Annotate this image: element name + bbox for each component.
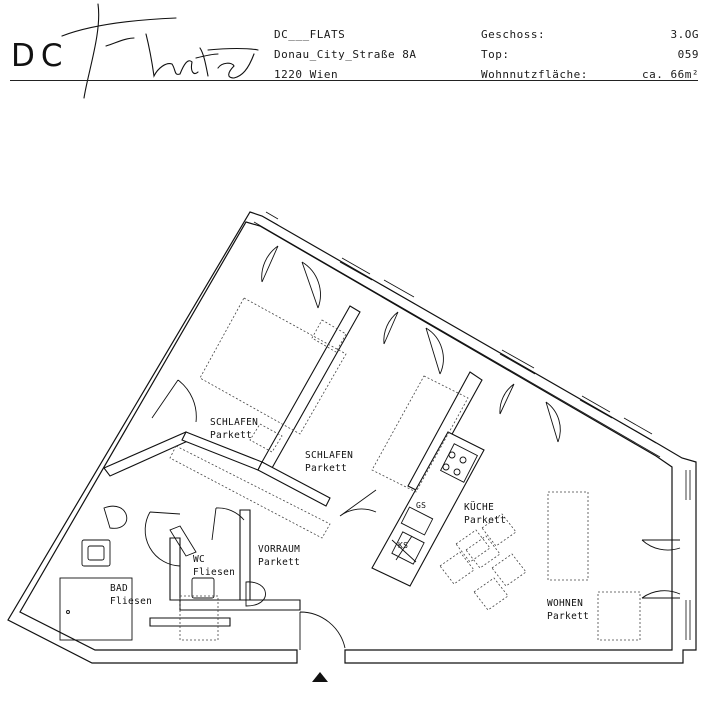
logo-signature-icon bbox=[61, 3, 259, 99]
floor-schlafen-1: Parkett bbox=[210, 430, 252, 441]
armchair bbox=[597, 591, 641, 641]
label-ks: KS bbox=[398, 541, 408, 550]
plan-header: DC DC___FLATS Donau_City_Straße 8A 1220 … bbox=[0, 0, 708, 99]
furniture bbox=[169, 297, 641, 641]
floor-kueche: Parkett bbox=[464, 515, 506, 526]
label-vorraum: VORRAUM bbox=[258, 544, 300, 555]
dining-table bbox=[439, 513, 527, 611]
fact-value: ca. 66m² bbox=[642, 68, 699, 81]
address-line-3: 1220 Wien bbox=[274, 68, 339, 81]
fact-top: Top: 059 bbox=[481, 45, 699, 65]
bathroom-fixtures bbox=[59, 505, 266, 641]
fact-value: 3.OG bbox=[670, 28, 699, 41]
wardrobe bbox=[169, 445, 331, 539]
fact-label: Wohnnutzfläche: bbox=[481, 68, 588, 81]
windows bbox=[253, 211, 691, 640]
fact-value: 059 bbox=[677, 48, 699, 61]
label-schlafen-2: SCHLAFEN bbox=[305, 450, 353, 461]
floor-wc: Fliesen bbox=[193, 567, 235, 578]
address-line-1: DC___FLATS bbox=[274, 28, 346, 41]
interior-walls bbox=[103, 305, 485, 627]
double-bed bbox=[199, 297, 347, 435]
floor-vorraum: Parkett bbox=[258, 557, 300, 568]
label-wohnen: WOHNEN bbox=[547, 598, 583, 609]
label-wc: WC bbox=[193, 554, 205, 565]
facts-block: Geschoss: 3.OG Top: 059 Wohnnutzfläche: … bbox=[481, 25, 699, 85]
header-divider bbox=[10, 80, 698, 81]
label-kueche: KÜCHE bbox=[464, 502, 494, 513]
sofa bbox=[547, 491, 589, 581]
fact-label: Top: bbox=[481, 48, 510, 61]
floor-wohnen: Parkett bbox=[547, 611, 589, 622]
exterior-walls bbox=[7, 211, 697, 664]
fact-label: Geschoss: bbox=[481, 28, 546, 41]
fact-geschoss: Geschoss: 3.OG bbox=[481, 25, 699, 45]
address-block: DC___FLATS Donau_City_Straße 8A 1220 Wie… bbox=[274, 25, 416, 85]
fact-wohnnutzflaeche: Wohnnutzfläche: ca. 66m² bbox=[481, 65, 699, 85]
floor-schlafen-2: Parkett bbox=[305, 463, 347, 474]
label-gs: GS bbox=[416, 501, 426, 510]
doors bbox=[144, 245, 681, 650]
room-labels: SCHLAFEN Parkett SCHLAFEN Parkett KÜCHE … bbox=[110, 417, 589, 622]
storage bbox=[179, 595, 219, 641]
label-schlafen-1: SCHLAFEN bbox=[210, 417, 258, 428]
address-line-2: Donau_City_Straße 8A bbox=[274, 48, 417, 61]
entrance-arrow-icon bbox=[312, 672, 328, 682]
single-bed bbox=[371, 375, 469, 493]
kitchen-fixtures bbox=[391, 443, 478, 565]
logo-dc: DC bbox=[11, 38, 69, 74]
label-bad: BAD bbox=[110, 583, 128, 594]
floor-bad: Fliesen bbox=[110, 596, 152, 607]
